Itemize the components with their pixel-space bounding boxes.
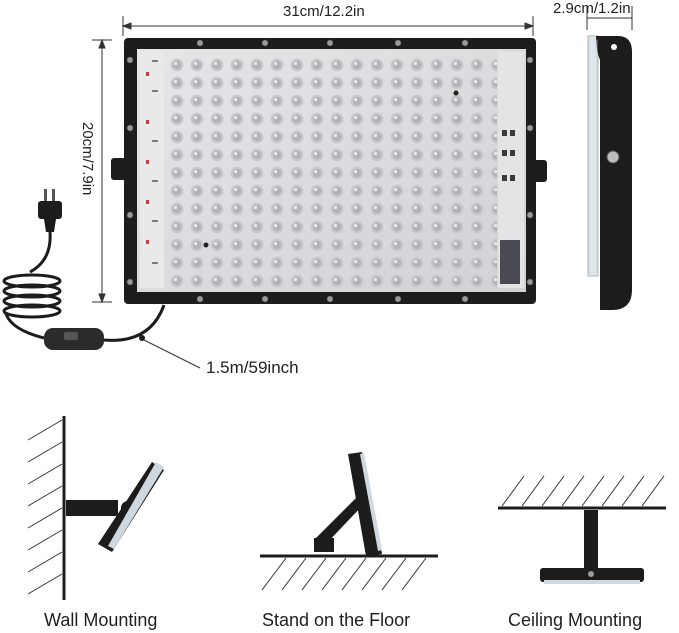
depth-label: 2.9cm/1.2in [553, 0, 631, 17]
width-dimension-line [121, 16, 535, 36]
cable-length-label: 1.5m/59inch [206, 358, 299, 377]
floor-stand-diagram [260, 452, 438, 591]
height-dimension-line [92, 38, 112, 304]
wall-mounting-caption: Wall Mounting [44, 610, 158, 630]
ceiling-mounting-diagram [498, 475, 666, 584]
width-label: 31cm/12.2in [283, 3, 365, 20]
depth-dimension-line [586, 6, 633, 30]
floor-stand-caption: Stand on the Floor [262, 610, 411, 630]
height-label: 20cm/7.9in [79, 122, 96, 196]
power-cable [2, 189, 201, 369]
ceiling-mounting-caption: Ceiling Mounting [508, 610, 643, 630]
flood-light-side-view [587, 35, 632, 310]
wall-mounting-diagram [27, 416, 164, 600]
flood-light-front-view [111, 38, 547, 304]
